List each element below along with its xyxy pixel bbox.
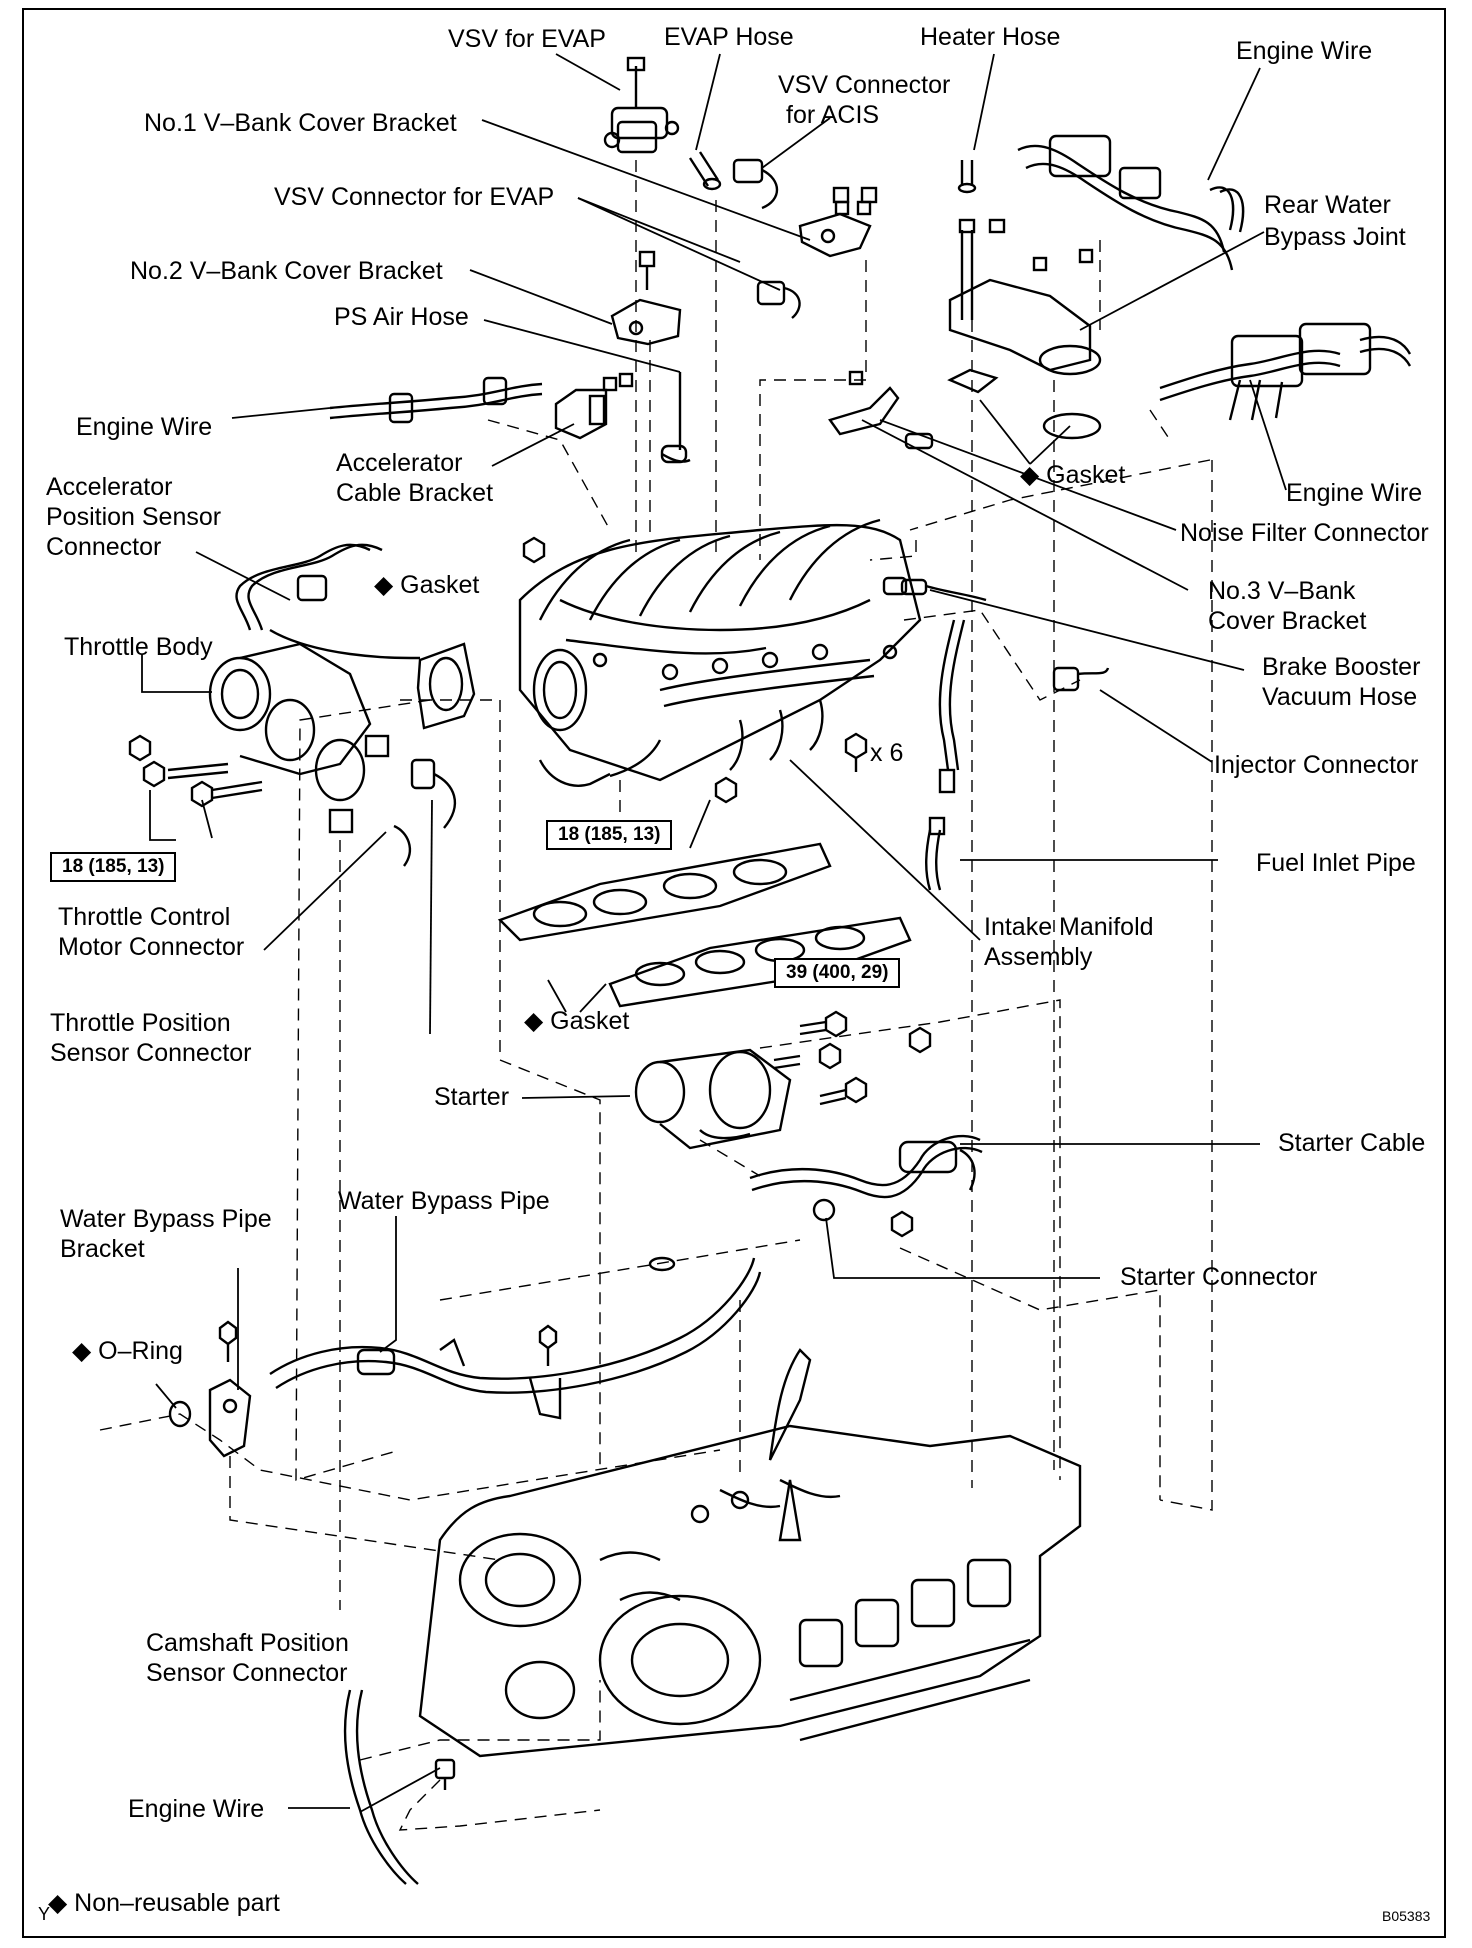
- label-accelerator-sensor-line2: Position Sensor: [46, 503, 222, 531]
- label-no2-v-bank-cover-bracket: No.2 V–Bank Cover Bracket: [130, 257, 443, 285]
- throttle-gasket-part: [416, 642, 476, 730]
- label-vsv-connector-acis-line1: VSV Connector: [778, 71, 951, 99]
- torque-spec-throttle: 18 (185, 13): [50, 852, 177, 882]
- legend-non-reusable: ◆ Non–reusable part: [48, 1889, 280, 1917]
- throttle-body-part: [208, 642, 456, 867]
- label-vsv-connector-for-evap: VSV Connector for EVAP: [274, 183, 555, 211]
- manifold-bolts-x6: [522, 536, 868, 804]
- label-throttle-body: Throttle Body: [64, 633, 213, 661]
- reference-code: B05383: [1382, 1908, 1431, 1924]
- vsv-evap-part: [603, 56, 680, 154]
- label-engine-wire-left: Engine Wire: [76, 413, 213, 441]
- label-no3-v-bank-line2: Cover Bracket: [1208, 607, 1367, 635]
- label-starter-connector: Starter Connector: [1120, 1263, 1318, 1291]
- engine-wire-top-part: [1017, 134, 1245, 271]
- label-brake-booster-line2: Vacuum Hose: [1262, 683, 1418, 711]
- label-throttle-control-motor-line2: Motor Connector: [58, 933, 245, 961]
- leader-lines: [141, 53, 1287, 1813]
- label-camshaft-sensor-line1: Camshaft Position: [146, 1629, 349, 1657]
- no2-bracket-part: [610, 250, 682, 346]
- label-vsv-for-evap: VSV for EVAP: [448, 25, 606, 53]
- label-accelerator-cable-bracket-line1: Accelerator: [336, 449, 463, 477]
- label-o-ring: ◆ O–Ring: [72, 1337, 183, 1365]
- label-engine-wire-right: Engine Wire: [1286, 479, 1423, 507]
- label-no1-v-bank-cover-bracket: No.1 V–Bank Cover Bracket: [144, 109, 457, 137]
- starter-bolt-39: [799, 1010, 848, 1038]
- label-accelerator-cable-bracket-line2: Cable Bracket: [336, 479, 494, 507]
- no1-bracket-part: [798, 186, 878, 258]
- label-brake-booster-line1: Brake Booster: [1262, 653, 1421, 681]
- diagram-frame: [22, 8, 1446, 1938]
- heater-hose-part: [957, 160, 977, 194]
- label-throttle-control-motor-line1: Throttle Control: [58, 903, 231, 931]
- label-camshaft-sensor-line2: Sensor Connector: [146, 1659, 348, 1687]
- label-gasket-right: ◆ Gasket: [1020, 461, 1126, 489]
- vsv-connector-evap-part: [756, 280, 801, 319]
- ps-air-hose-part: [660, 372, 691, 464]
- rear-water-bypass-joint-part: [948, 218, 1102, 376]
- torque-spec-manifold: 18 (185, 13): [546, 820, 673, 850]
- label-water-bypass-bracket-line2: Bracket: [60, 1235, 145, 1263]
- label-engine-wire-bottom: Engine Wire: [128, 1795, 265, 1823]
- label-gasket-manifold: ◆ Gasket: [524, 1007, 630, 1035]
- label-gasket-throttle: ◆ Gasket: [374, 571, 480, 599]
- label-throttle-position-line1: Throttle Position: [50, 1009, 231, 1037]
- label-water-bypass-pipe: Water Bypass Pipe: [338, 1187, 550, 1215]
- label-intake-manifold-line1: Intake Manifold: [984, 913, 1154, 941]
- label-accelerator-sensor-line1: Accelerator: [46, 473, 173, 501]
- o-ring-part: [168, 1400, 192, 1428]
- starter-part: [634, 1026, 932, 1150]
- label-rear-water-line2: Bypass Joint: [1264, 223, 1406, 251]
- engine-block-part: [418, 1348, 1082, 1758]
- label-accelerator-sensor-line3: Connector: [46, 533, 162, 561]
- manifold-gasket-part: [497, 842, 912, 1008]
- label-engine-wire-top: Engine Wire: [1236, 37, 1373, 65]
- engine-wire-bottom-part: [343, 1689, 419, 1885]
- engine-wire-left-part: [329, 376, 543, 424]
- engine-wire-right-part: [1159, 322, 1412, 421]
- starter-cable-part: [749, 1134, 983, 1238]
- no3-bracket-part: [828, 370, 934, 450]
- accelerator-cable-bracket-part: [554, 372, 634, 440]
- alignment-lines: [99, 160, 1213, 1831]
- water-bypass-pipe-part: [218, 1256, 762, 1420]
- vsv-connector-acis-part: [732, 158, 779, 210]
- label-throttle-position-line2: Sensor Connector: [50, 1039, 252, 1067]
- brake-booster-hose-part: [900, 578, 987, 602]
- gasket-right-part: [947, 368, 1102, 440]
- evap-hose-part: [688, 151, 722, 191]
- fuel-inlet-pipe-part: [925, 619, 966, 891]
- label-starter: Starter: [434, 1083, 510, 1111]
- label-fuel-inlet-pipe: Fuel Inlet Pipe: [1256, 849, 1416, 877]
- label-injector-connector: Injector Connector: [1214, 751, 1419, 779]
- label-intake-manifold-line2: Assembly: [984, 943, 1093, 971]
- label-rear-water-line1: Rear Water: [1264, 191, 1391, 219]
- accelerator-sensor-harness: [235, 543, 421, 660]
- corner-mark: Y: [38, 1904, 51, 1924]
- label-no3-v-bank-line1: No.3 V–Bank: [1208, 577, 1356, 605]
- torque-spec-starter: 39 (400, 29): [774, 958, 901, 988]
- label-evap-hose: EVAP Hose: [664, 23, 794, 51]
- label-starter-cable: Starter Cable: [1278, 1129, 1426, 1157]
- label-ps-air-hose: PS Air Hose: [334, 303, 469, 331]
- camshaft-sensor-part: [434, 1758, 456, 1790]
- label-vsv-connector-acis-line2: for ACIS: [786, 101, 880, 129]
- water-bypass-bracket-part: [208, 1378, 252, 1458]
- intake-manifold-part: [518, 518, 922, 787]
- label-noise-filter-connector: Noise Filter Connector: [1180, 519, 1429, 547]
- throttle-bolts: [128, 734, 263, 808]
- label-heater-hose: Heater Hose: [920, 23, 1061, 51]
- label-water-bypass-bracket-line1: Water Bypass Pipe: [60, 1205, 272, 1233]
- label-fastener-count: x 6: [870, 739, 904, 767]
- injector-connector-part: [1052, 666, 1110, 692]
